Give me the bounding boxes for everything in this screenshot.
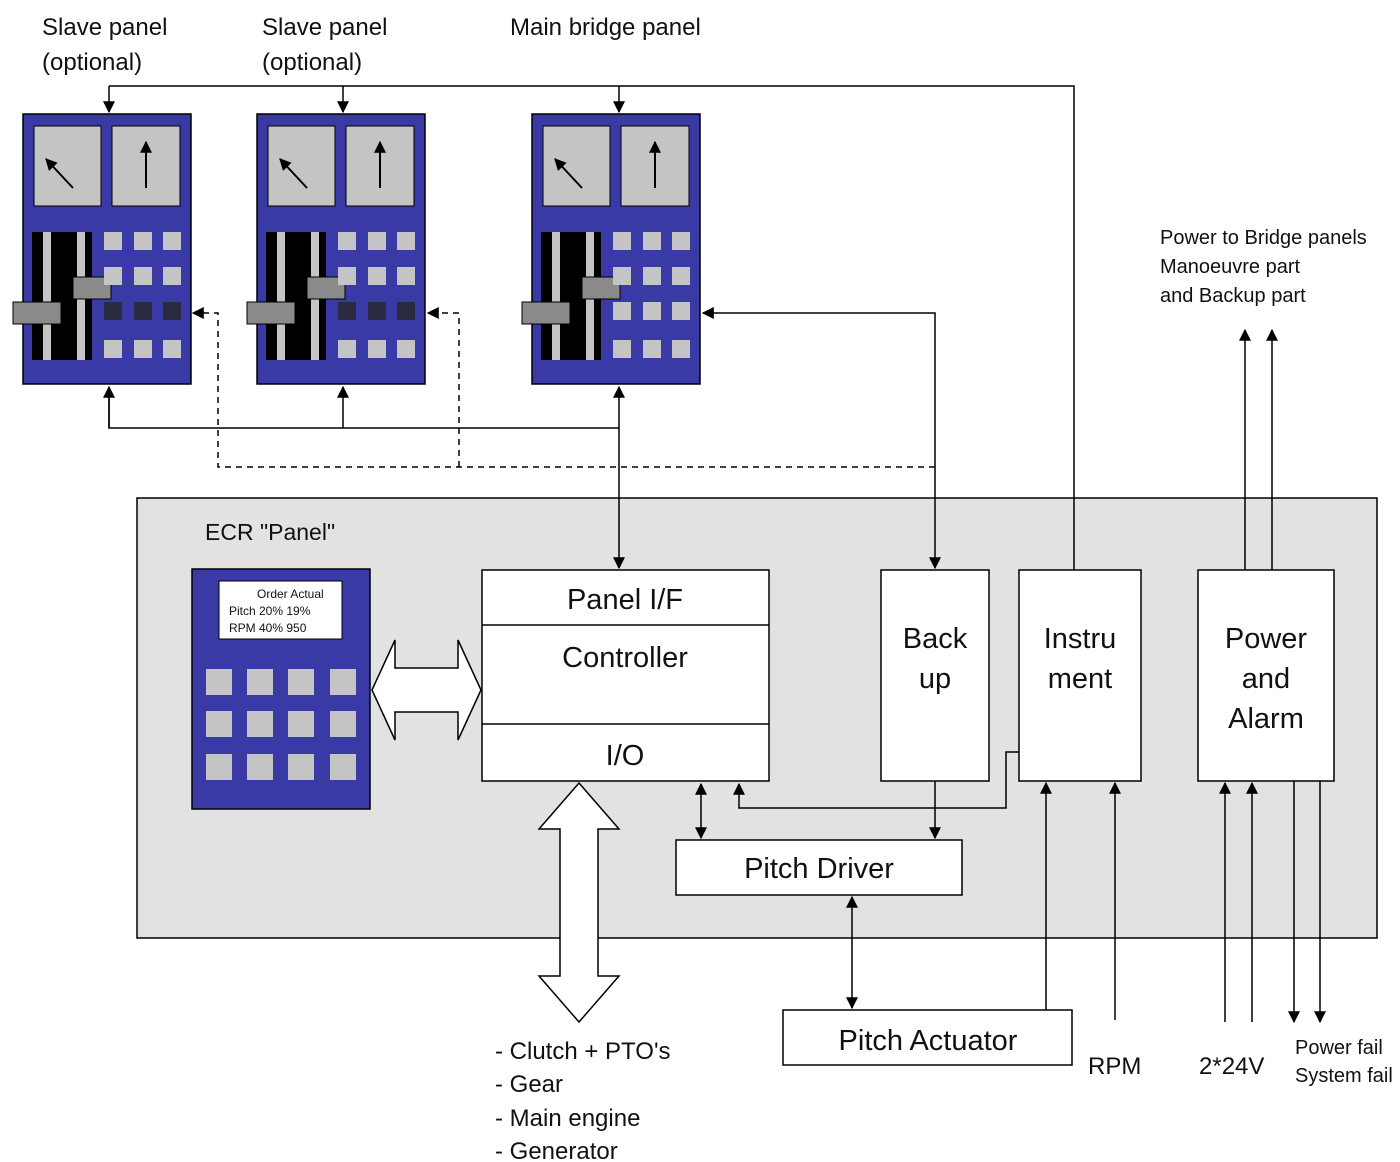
- svg-text:ment: ment: [1048, 663, 1112, 695]
- slave-panel-2: [246, 113, 426, 385]
- power-bridge-label-3: and Backup part: [1160, 285, 1306, 307]
- slave-panel-2-label: Slave panel: [262, 14, 387, 41]
- svg-text:and: and: [1242, 663, 1290, 695]
- ecr-display: [218, 580, 343, 640]
- instrument-to-panels-line: [109, 85, 1075, 570]
- slave-panel-1: [12, 113, 192, 385]
- svg-text:Back: Back: [903, 623, 968, 655]
- backup-block: Back up: [880, 569, 990, 782]
- io-list-item: - Main engine: [495, 1105, 640, 1132]
- gauge-left: [542, 125, 611, 207]
- ecr-panel-label: ECR "Panel": [205, 519, 335, 545]
- io-external-hollow-arrow: [537, 781, 621, 1024]
- power-bridge-label-2: Manoeuvre part: [1160, 256, 1301, 278]
- io-label: I/O: [606, 740, 645, 772]
- slave-panel-1-label: Slave panel: [42, 14, 167, 41]
- gauge-left: [267, 125, 336, 207]
- io-list-item: - Gear: [495, 1071, 563, 1098]
- io-list-item: - Clutch + PTO's: [495, 1038, 671, 1065]
- controller-label: Controller: [562, 642, 688, 674]
- panel-if-label: Panel I/F: [567, 584, 683, 616]
- slave-panel-2-sublabel: (optional): [262, 49, 362, 76]
- main-bridge-panel: [521, 113, 701, 385]
- rpm-label: RPM: [1088, 1053, 1141, 1080]
- svg-text:Pitch Driver: Pitch Driver: [744, 853, 894, 885]
- pitch-driver-block: Pitch Driver: [675, 839, 963, 896]
- controller-block: Panel I/F Controller I/O: [481, 569, 770, 782]
- svg-text:Power: Power: [1225, 623, 1308, 655]
- lever-handle: [246, 301, 296, 325]
- svg-text:Pitch Actuator: Pitch Actuator: [839, 1025, 1018, 1057]
- ecr-display-pitch: Pitch 20% 19%: [229, 604, 311, 618]
- power-fail-label: Power fail: [1295, 1037, 1383, 1059]
- ecr-panel-device: Order Actual Pitch 20% 19% RPM 40% 950: [191, 568, 371, 810]
- slave-panel-1-sublabel: (optional): [42, 49, 142, 76]
- backup-dashed-line: [191, 307, 935, 468]
- power-bridge-label-1: Power to Bridge panels: [1160, 227, 1367, 249]
- gauge-right: [620, 125, 690, 207]
- svg-text:Instru: Instru: [1044, 623, 1117, 655]
- gauge-left: [33, 125, 102, 207]
- ecr-display-header: Order Actual: [257, 587, 324, 601]
- instrument-to-io-link: [733, 751, 1019, 809]
- io-list-item: - Generator: [495, 1138, 618, 1162]
- lever-handle: [12, 301, 62, 325]
- backup-to-main-panel: [701, 307, 941, 570]
- ecr-display-rpm: RPM 40% 950: [229, 621, 307, 635]
- supply-label: 2*24V: [1199, 1053, 1264, 1080]
- ecr-controller-hollow-arrow: [371, 639, 482, 741]
- main-bridge-panel-label: Main bridge panel: [510, 14, 701, 41]
- lever-handle: [521, 301, 571, 325]
- svg-text:Alarm: Alarm: [1228, 703, 1304, 735]
- svg-text:up: up: [919, 663, 951, 695]
- pitch-actuator-block: Pitch Actuator: [782, 1009, 1073, 1066]
- instrument-block: Instru ment: [1018, 569, 1142, 782]
- system-fail-label: System fail: [1295, 1065, 1393, 1087]
- power-alarm-block: Power and Alarm: [1197, 569, 1335, 782]
